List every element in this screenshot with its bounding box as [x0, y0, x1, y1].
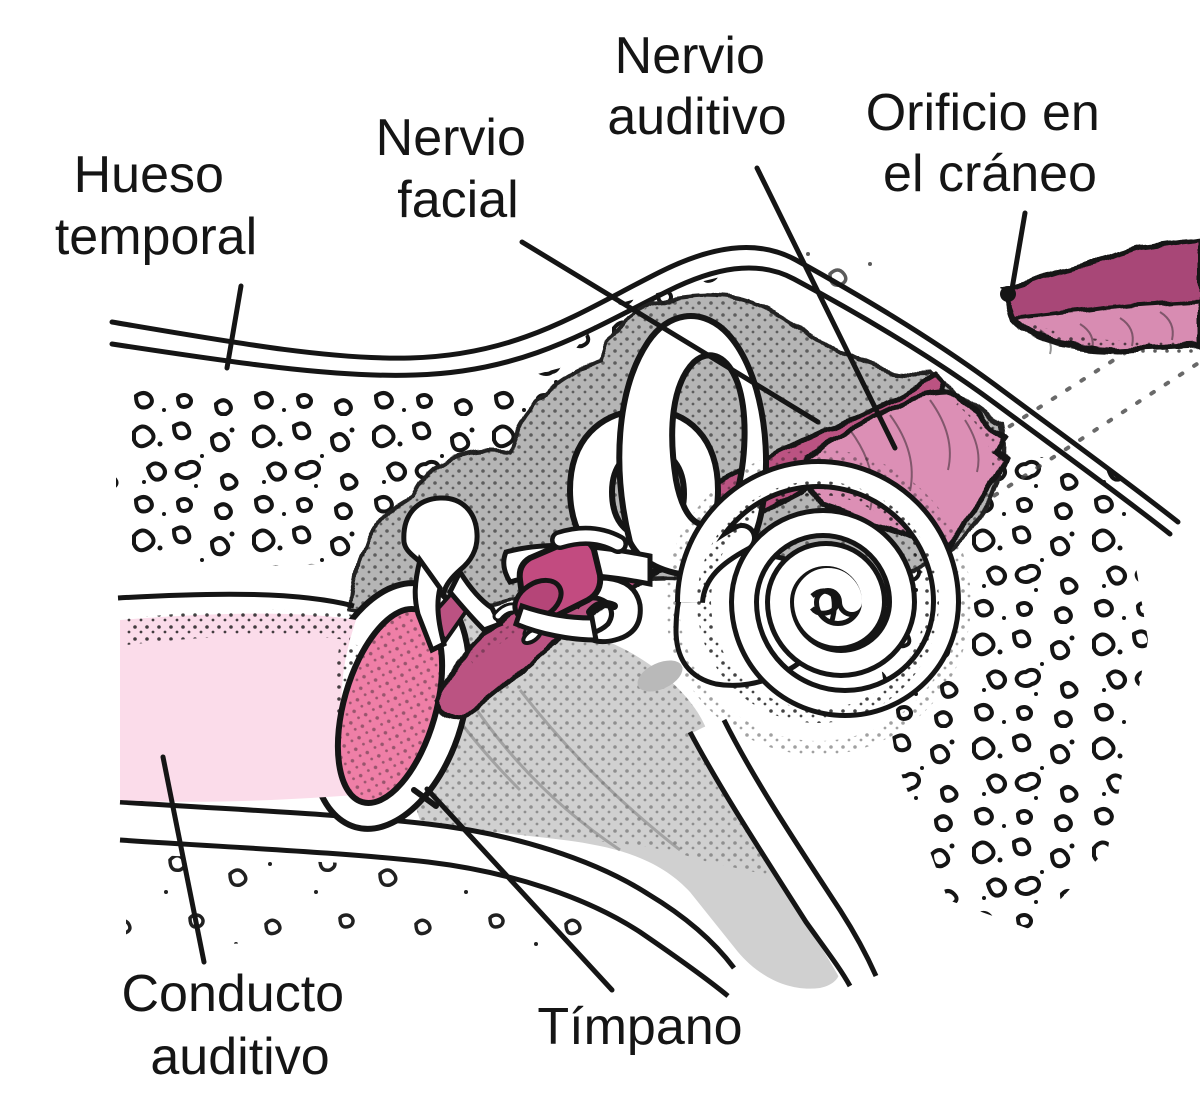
eustachian-channel	[687, 718, 879, 992]
cochlea-shape	[665, 449, 971, 755]
leader-timpano	[424, 786, 615, 993]
label-timpano: Tímpano	[537, 998, 742, 1056]
malleus-handle-shape	[412, 554, 447, 654]
labels: Hueso temporal Nervio facial Nervio audi…	[55, 27, 1115, 1086]
leader-lines	[160, 165, 1028, 993]
leader-hueso-temporal	[224, 283, 244, 371]
leader-nervio-facial	[519, 239, 821, 425]
lower-canal-wall-channel	[118, 799, 752, 998]
leader-conducto-auditivo	[160, 754, 207, 965]
leader-orificio-craneo	[1009, 210, 1028, 292]
label-nervio-auditivo: Nervio auditivo	[607, 27, 786, 146]
canal-top-wall	[117, 591, 355, 609]
incus-shape	[447, 566, 504, 633]
label-nervio-facial: Nervio facial	[376, 109, 541, 229]
leader-nervio-auditivo	[754, 165, 898, 451]
ear-canal-shape	[120, 613, 368, 802]
label-hueso-temporal: Hueso temporal	[55, 146, 257, 266]
facial-nerve-shape	[512, 525, 628, 643]
nerve-through-skull-shape	[1000, 236, 1200, 355]
skull-outline	[109, 245, 1181, 537]
label-conducto-auditivo: Conducto auditivo	[121, 965, 358, 1086]
label-orificio-craneo: Orificio en el cráneo	[866, 84, 1115, 203]
